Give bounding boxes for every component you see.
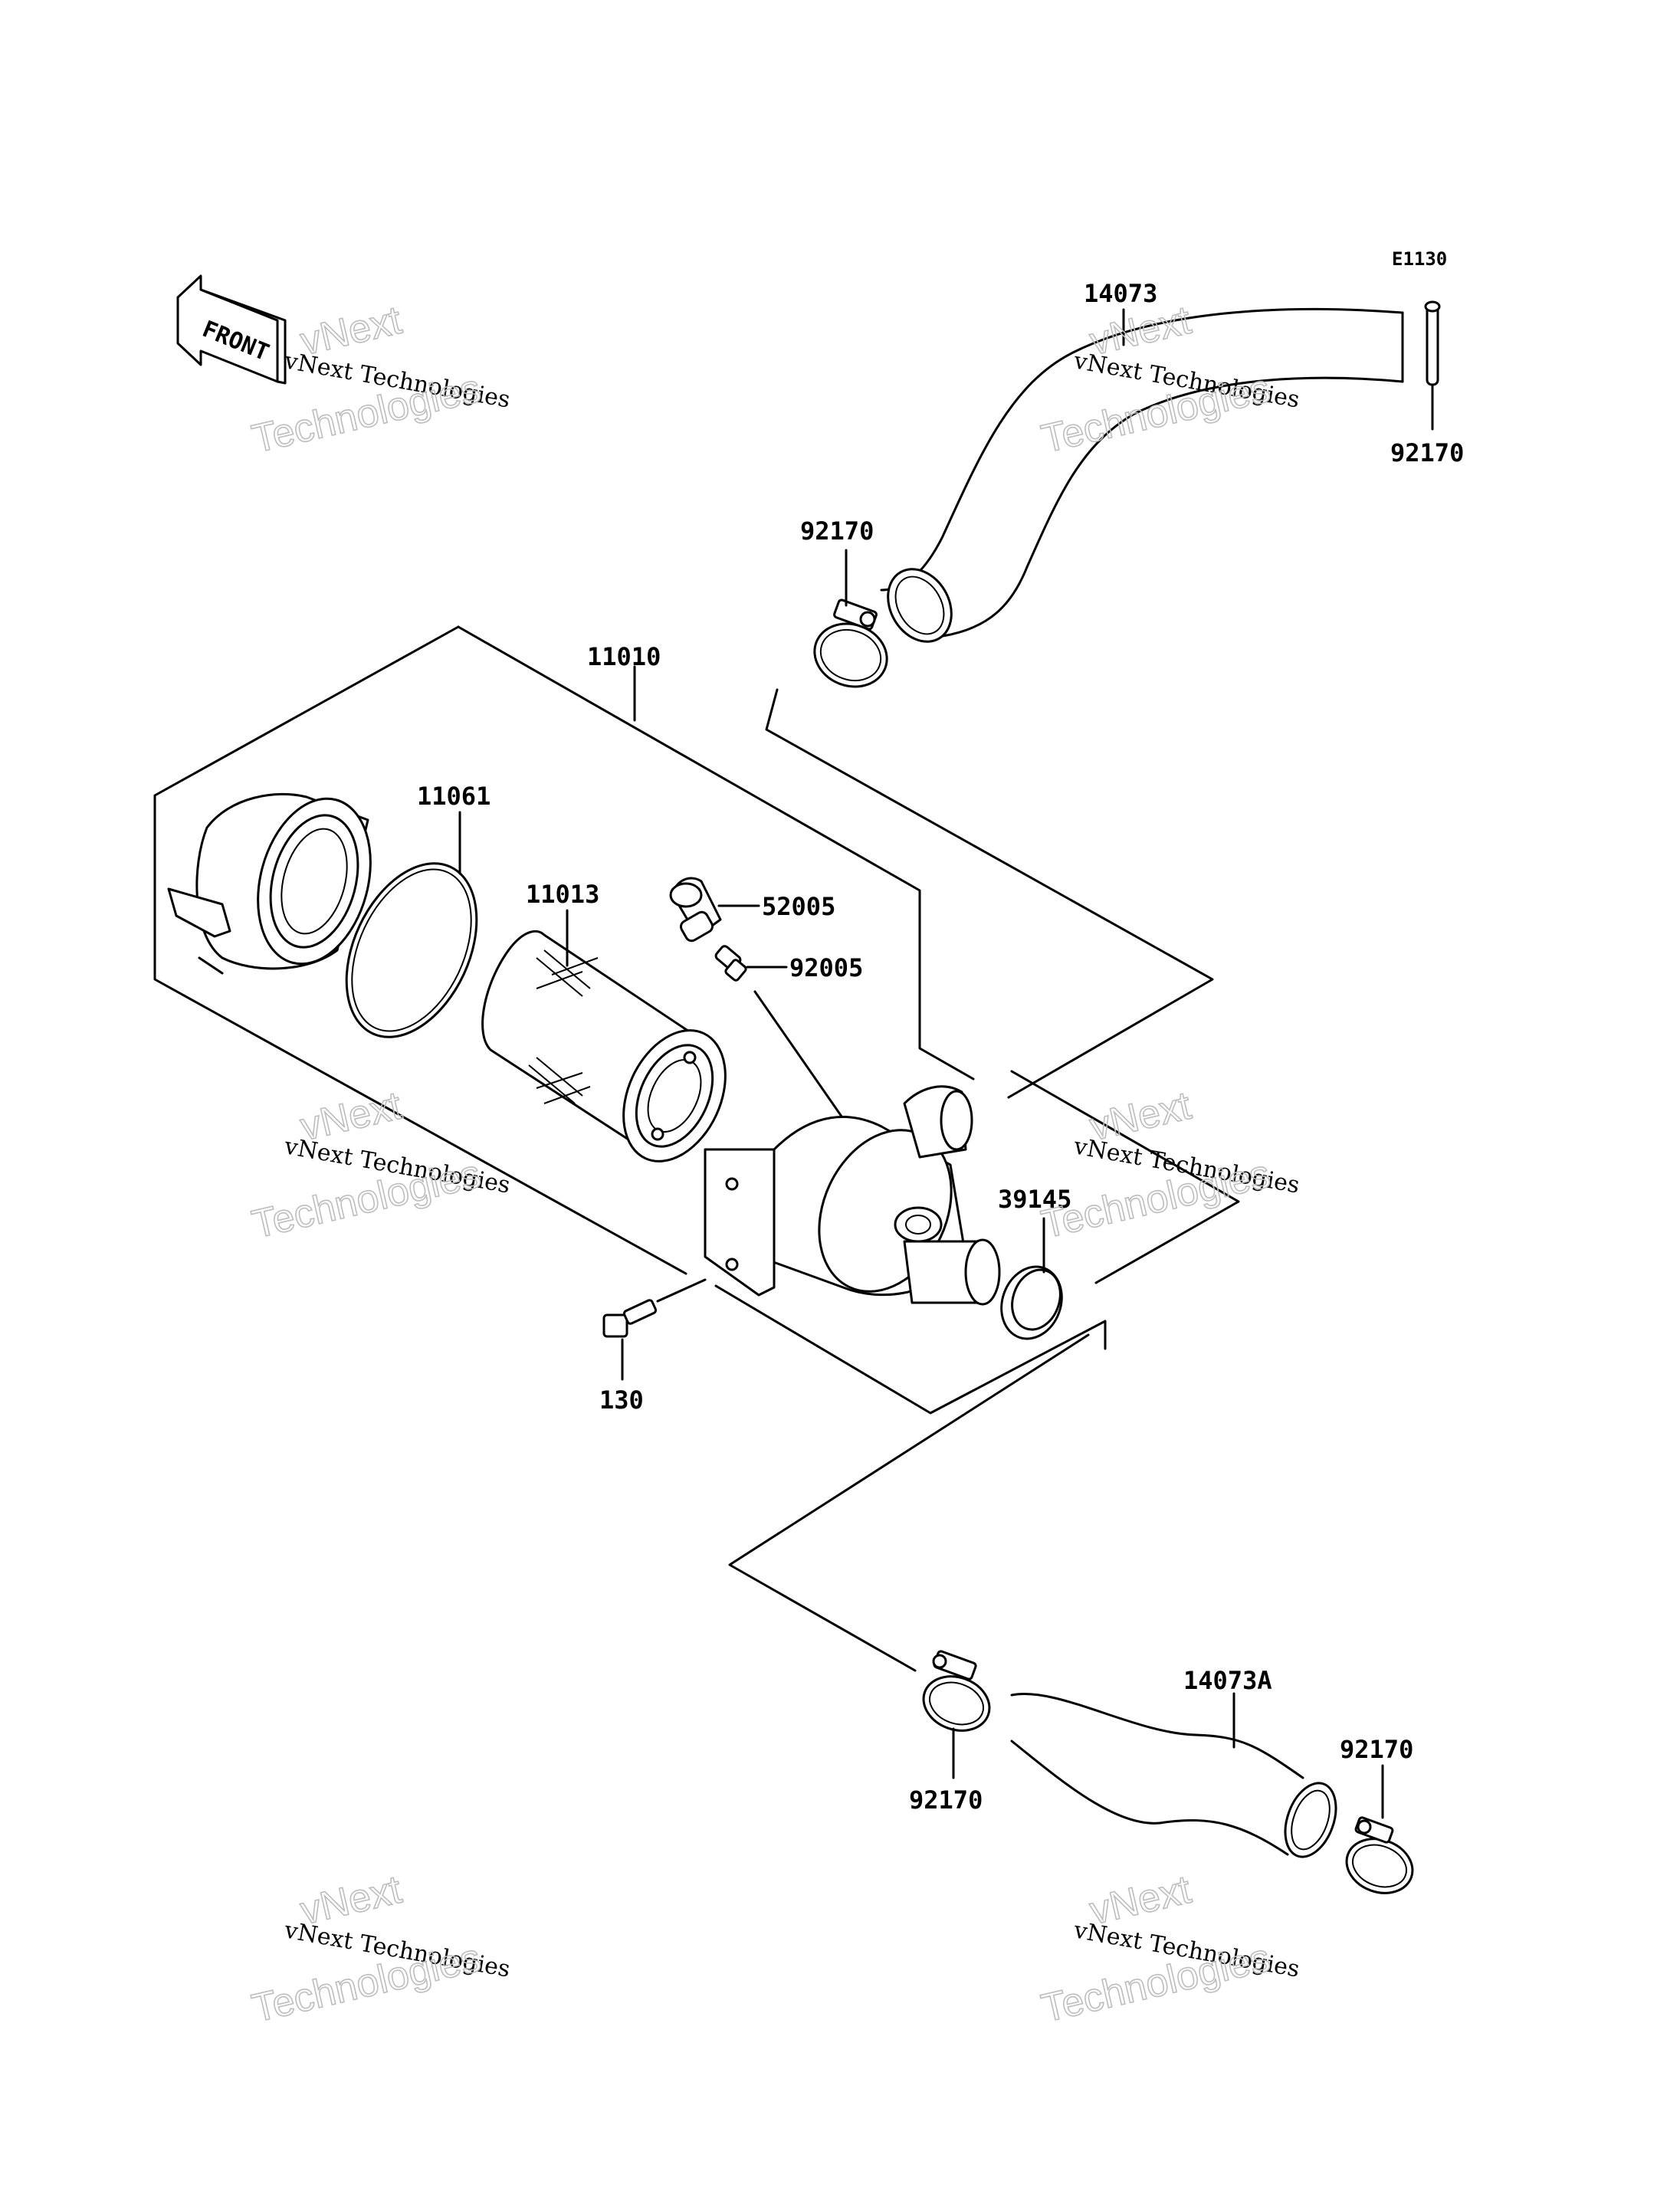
label-92170-lower-left: 92170 — [909, 1785, 983, 1815]
hose-14073 — [880, 307, 1404, 643]
watermark-mid-left: vNext Technologies vNext Technologies — [248, 1083, 512, 1248]
hose-clamp-lower-left — [922, 1650, 991, 1779]
watermark-line2a: vNext — [1086, 1867, 1196, 1934]
watermark-top-right: vNext Technologies vNext Technologies — [1037, 297, 1301, 463]
watermark-line2a: vNext — [297, 298, 406, 365]
label-52005: 52005 — [762, 892, 835, 921]
bolt-130 — [602, 1278, 707, 1381]
filter-element-11013 — [481, 909, 727, 1162]
label-11013: 11013 — [526, 880, 599, 909]
air-box-cover — [167, 792, 372, 975]
hose-14073A — [1010, 1692, 1337, 1858]
diagram-code: E1130 — [1392, 248, 1447, 270]
air-cleaner-body — [704, 1085, 1001, 1306]
label-14073A: 14073A — [1183, 1666, 1272, 1695]
watermark-bottom-right: vNext Technologies vNext Technologies — [1037, 1867, 1301, 2032]
label-11061: 11061 — [417, 782, 491, 811]
assembly-outline — [153, 625, 1240, 1415]
watermark-line2a: vNext — [1086, 1084, 1196, 1150]
watermark-bottom-left: vNext Technologies vNext Technologies — [248, 1867, 512, 2032]
ring-39145 — [1000, 1217, 1063, 1340]
label-130: 130 — [599, 1385, 644, 1415]
clamp-pin-92170 — [1424, 300, 1441, 431]
label-92170-upper: 92170 — [800, 516, 874, 546]
watermark-top-left: vNext Technologies vNext Technologies — [248, 297, 512, 463]
label-14073: 14073 — [1084, 279, 1157, 308]
label-92005: 92005 — [789, 953, 863, 982]
label-11010: 11010 — [587, 642, 661, 671]
front-arrow-icon: FRONT — [176, 274, 287, 385]
label-39145: 39145 — [998, 1185, 1071, 1214]
o-ring-11061 — [345, 811, 478, 1038]
hose-clamp-lower-right — [1345, 1764, 1414, 1894]
label-92170-pin: 92170 — [1390, 438, 1464, 467]
hose-clamp-upper — [813, 549, 888, 688]
watermark-line2a: vNext — [297, 1084, 406, 1150]
lower-link-lines — [728, 1333, 1090, 1672]
watermark-line2a: vNext — [297, 1867, 406, 1934]
label-92170-lower-right: 92170 — [1340, 1735, 1413, 1764]
cap-52005 — [669, 877, 760, 943]
